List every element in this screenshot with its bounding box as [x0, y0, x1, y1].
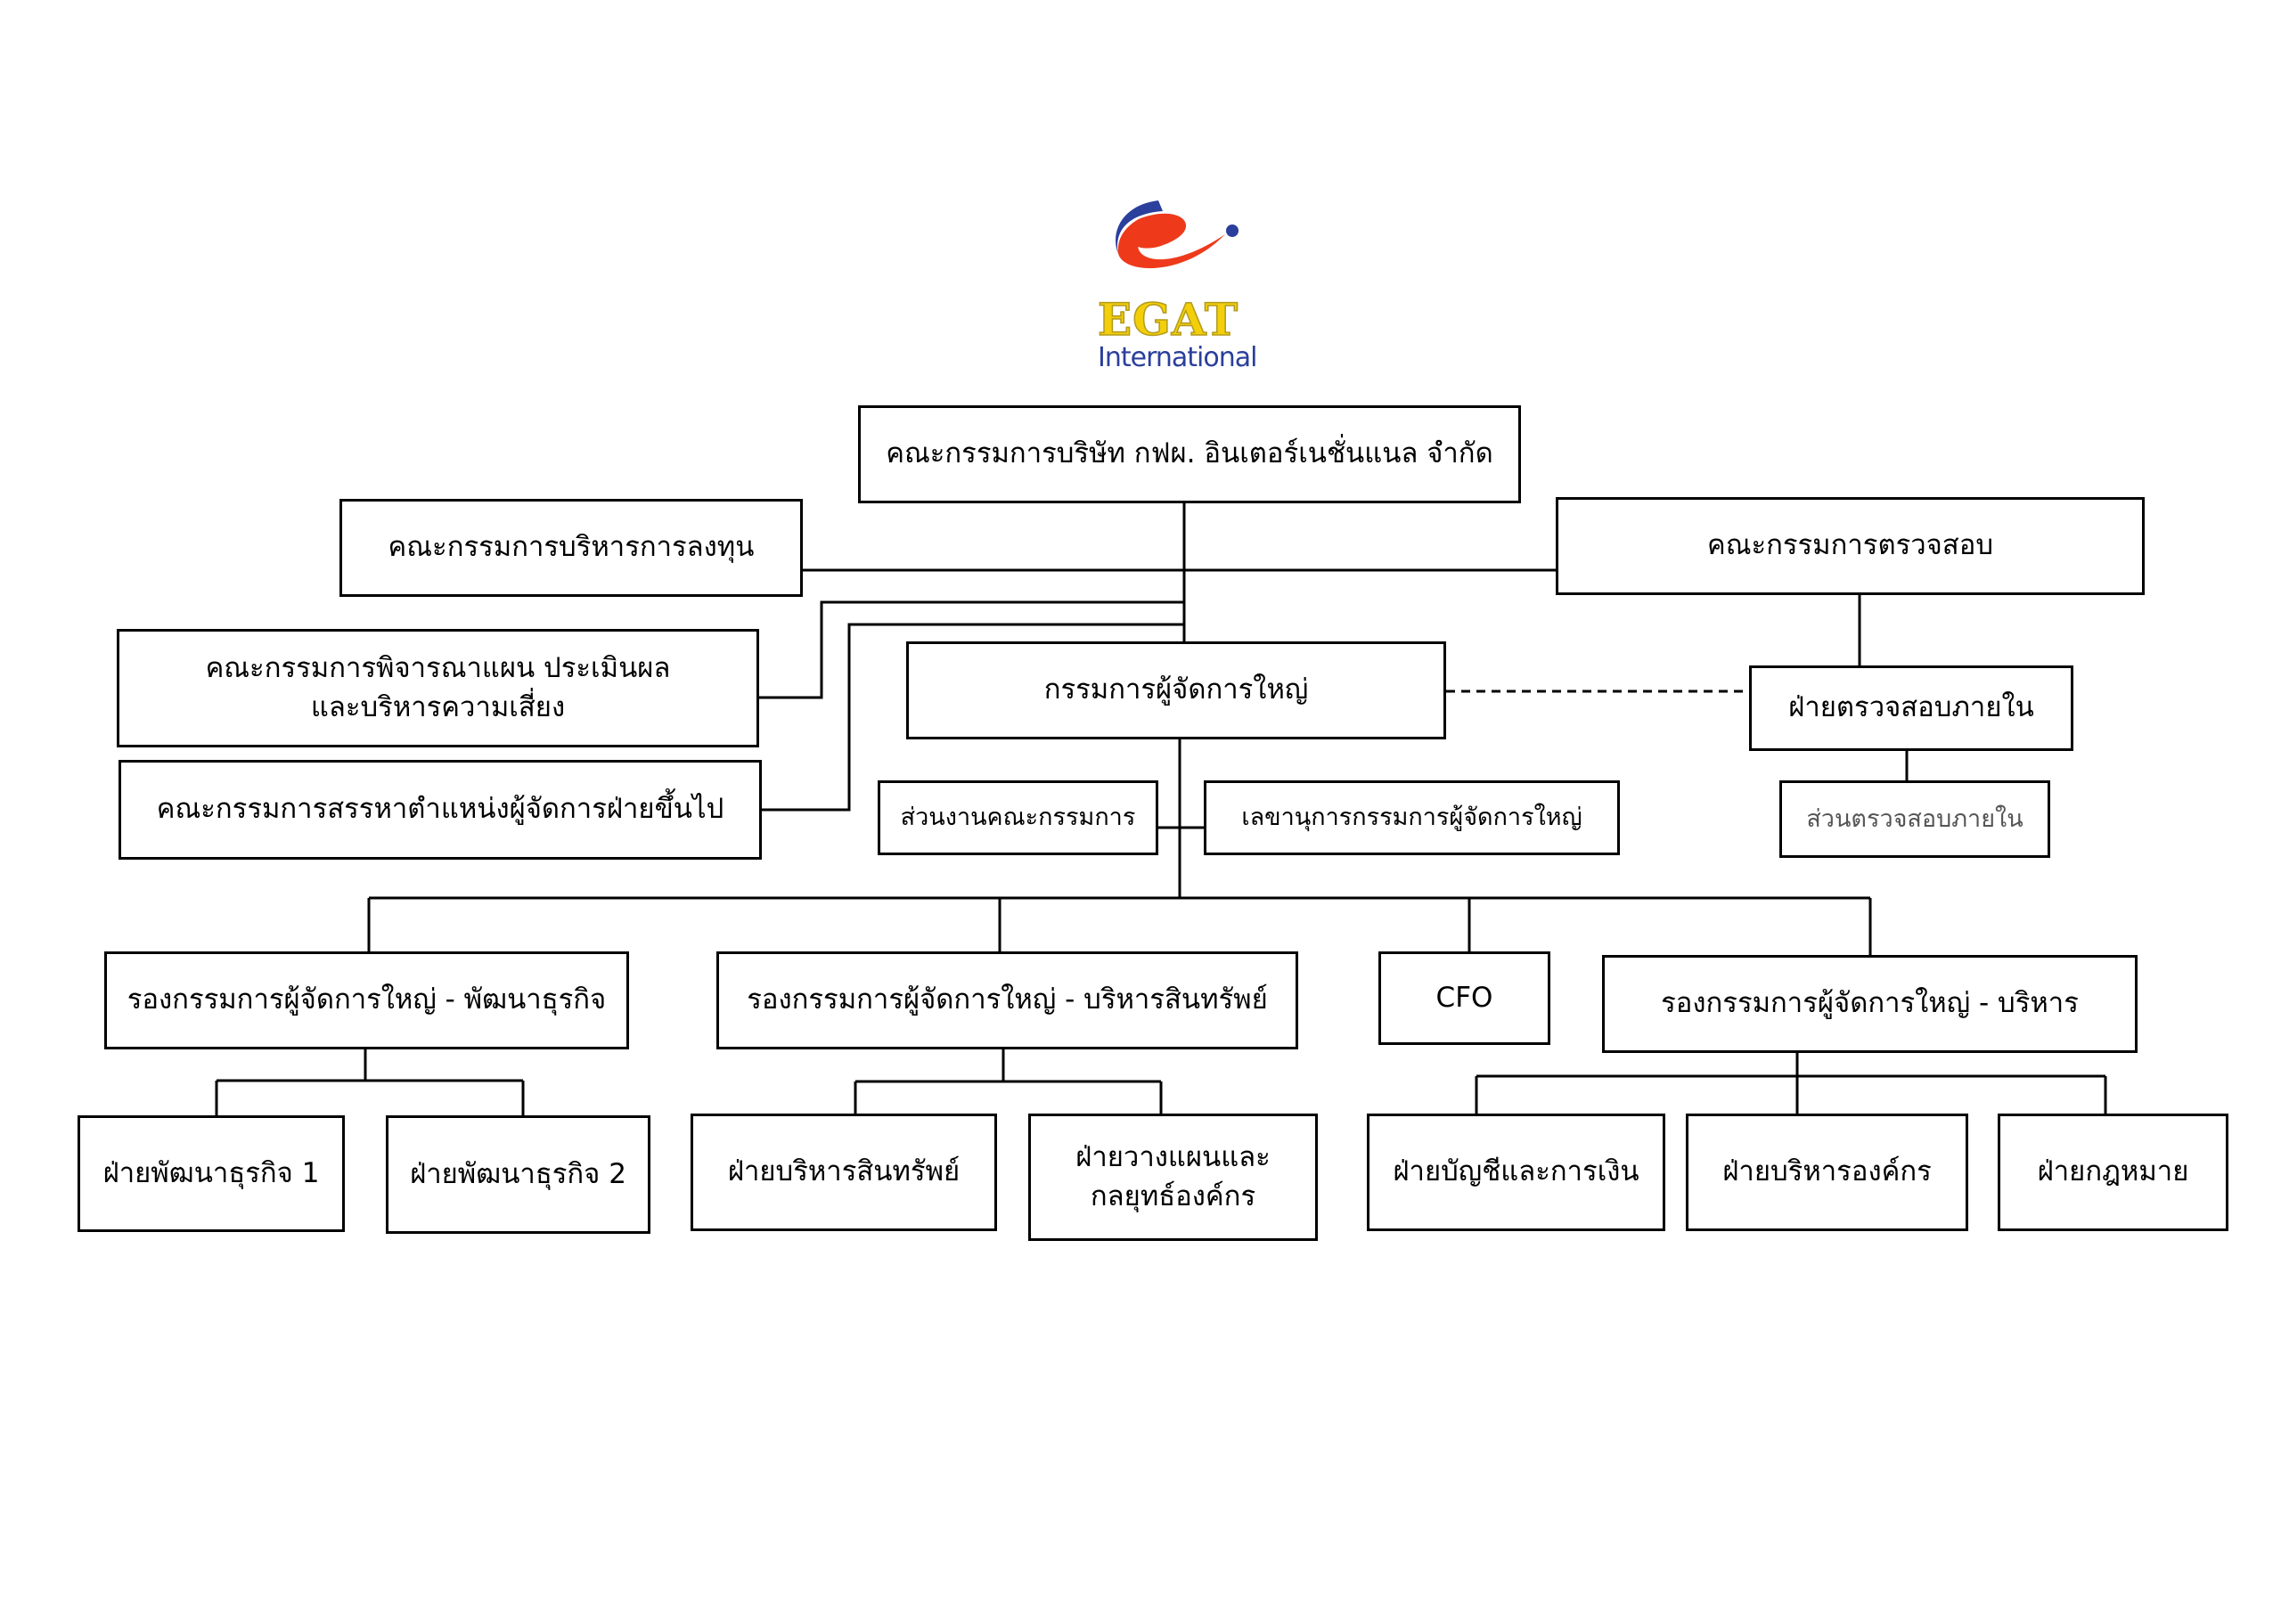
audit-committee-box: คณะกรรมการตรวจสอบ [1556, 497, 2145, 595]
line-vp-asset-depts [854, 1049, 1163, 1114]
ceo-secretary-label: เลขานุการกรรมการผู้จัดการใหญ่ [1241, 804, 1582, 832]
org-admin-label: ฝ่ายบริหารองค์กร [1722, 1155, 1932, 1188]
line-executive-bus [367, 896, 1872, 955]
line-recruit-committee [762, 623, 1184, 812]
plan-committee-box: คณะกรรมการพิจารณาแผน ประเมินผลและบริหารค… [117, 629, 759, 747]
ceo-secretary-box: เลขานุการกรรมการผู้จัดการใหญ่ [1204, 780, 1620, 855]
board-label: คณะกรรมการบริษัท กฟผ. อินเตอร์เนชั่นแนล … [886, 437, 1493, 470]
board-office-label: ส่วนงานคณะกรรมการ [900, 804, 1136, 832]
bd1-dept-box: ฝ่ายพัฒนาธุรกิจ 1 [78, 1115, 345, 1232]
strategy-label-1: ฝ่ายวางแผนและ [1075, 1141, 1271, 1174]
ceo-label: กรรมการผู้จัดการใหญ่ [1043, 673, 1309, 706]
investment-committee-label: คณะกรรมการบริหารการลงทุน [388, 531, 755, 564]
investment-committee-box: คณะกรรมการบริหารการลงทุน [339, 499, 803, 597]
asset-dept-box: ฝ่ายบริหารสินทรัพย์ [691, 1114, 997, 1231]
board-office-box: ส่วนงานคณะกรรมการ [878, 780, 1158, 855]
internal-audit-section-box: ส่วนตรวจสอบภายใน [1779, 780, 2050, 858]
bd1-label: ฝ่ายพัฒนาธุรกิจ 1 [102, 1156, 320, 1189]
vp-asset-management-box: รองกรรมการผู้จัดการใหญ่ - บริหารสินทรัพย… [716, 951, 1298, 1049]
plan-committee-label-2: และบริหารความเสี่ยง [310, 690, 566, 723]
bd2-label: ฝ่ายพัฒนาธุรกิจ 2 [410, 1157, 626, 1190]
recruit-committee-label: คณะกรรมการสรรหาตำแหน่งผู้จัดการฝ่ายขึ้นไ… [156, 793, 724, 826]
recruit-committee-box: คณะกรรมการสรรหาตำแหน่งผู้จัดการฝ่ายขึ้นไ… [119, 760, 762, 860]
vp-asset-label: รองกรรมการผู้จัดการใหญ่ - บริหารสินทรัพย… [747, 983, 1268, 1016]
bd2-dept-box: ฝ่ายพัฒนาธุรกิจ 2 [386, 1115, 650, 1234]
line-vp-bd-depts [215, 1049, 525, 1115]
logo-sub-text: International [1098, 342, 1257, 373]
ceo-box: กรรมการผู้จัดการใหญ่ [906, 641, 1446, 739]
asset-dept-label: ฝ่ายบริหารสินทรัพย์ [727, 1155, 961, 1188]
cfo-label: CFO [1435, 981, 1493, 1014]
legal-label: ฝ่ายกฎหมาย [2037, 1155, 2189, 1188]
org-admin-dept-box: ฝ่ายบริหารองค์กร [1686, 1114, 1968, 1231]
vp-admin-label: รองกรรมการผู้จัดการใหญ่ - บริหาร [1661, 987, 2079, 1020]
internal-audit-dept-box: ฝ่ายตรวจสอบภายใน [1749, 665, 2073, 751]
accounting-label: ฝ่ายบัญชีและการเงิน [1393, 1155, 1639, 1188]
accounting-dept-box: ฝ่ายบัญชีและการเงิน [1367, 1114, 1665, 1231]
strategy-dept-box: ฝ่ายวางแผนและกลยุทธ์องค์กร [1028, 1114, 1318, 1241]
line-plan-committee [759, 600, 1184, 699]
board-of-directors-box: คณะกรรมการบริษัท กฟผ. อินเตอร์เนชั่นแนล … [858, 405, 1521, 503]
legal-dept-box: ฝ่ายกฎหมาย [1998, 1114, 2228, 1231]
logo-brand-text: EGAT [1097, 293, 1239, 346]
internal-audit-dept-label: ฝ่ายตรวจสอบภายใน [1788, 691, 2034, 724]
line-vp-admin-depts [1475, 1053, 2107, 1114]
vp-administration-box: รองกรรมการผู้จัดการใหญ่ - บริหาร [1602, 955, 2138, 1053]
egat-logo-icon [1116, 200, 1239, 269]
vp-bd-label: รองกรรมการผู้จัดการใหญ่ - พัฒนาธุรกิจ [127, 983, 607, 1016]
vp-business-development-box: รองกรรมการผู้จัดการใหญ่ - พัฒนาธุรกิจ [104, 951, 629, 1049]
strategy-label-2: กลยุทธ์องค์กร [1090, 1179, 1256, 1212]
plan-committee-label-1: คณะกรรมการพิจารณาแผน ประเมินผล [205, 652, 671, 685]
internal-audit-section-label: ส่วนตรวจสอบภายใน [1806, 804, 2023, 833]
cfo-box: CFO [1378, 951, 1550, 1045]
audit-committee-label: คณะกรรมการตรวจสอบ [1706, 529, 1994, 562]
